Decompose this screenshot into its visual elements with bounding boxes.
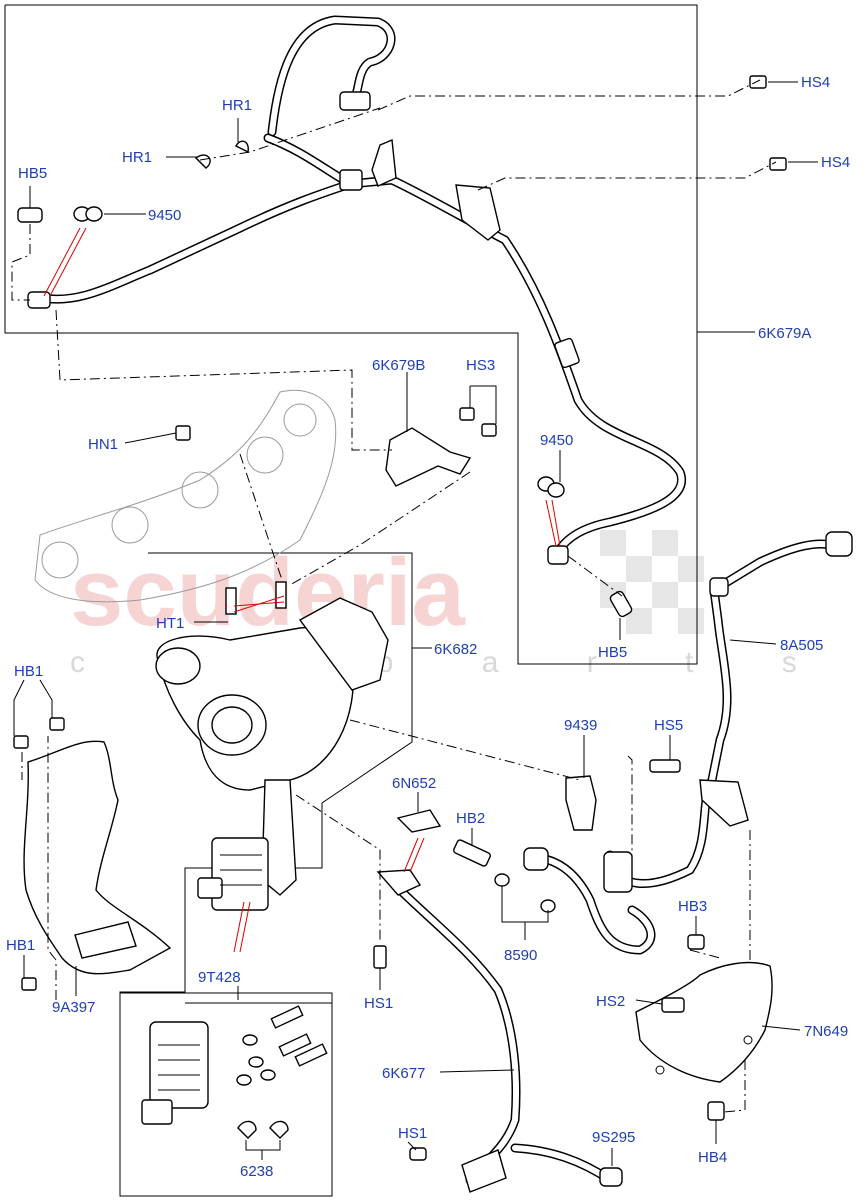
label-hb4: HB4 <box>698 1149 727 1166</box>
union-hb5-right <box>609 590 633 618</box>
washer-9450-d <box>547 482 565 498</box>
pipe-assembly-6k679a <box>27 15 686 565</box>
label-hb3: HB3 <box>678 898 707 915</box>
pipe-clamp <box>339 169 363 191</box>
pipe-end-fitting <box>27 291 51 309</box>
hose-clamp-9s295 <box>599 1167 623 1187</box>
bolt-hb1-c <box>21 977 37 991</box>
bolt-hs1-mid <box>373 945 387 969</box>
gasket-9439 <box>565 775 597 831</box>
watermark: scuderia c a r p a r t s <box>70 530 797 679</box>
pipe-bracket-8a505 <box>699 779 749 827</box>
label-6n652: 6N652 <box>392 775 436 792</box>
bracket-7n649 <box>635 961 773 1083</box>
bolt-hb2 <box>453 839 491 867</box>
pipe-sleeve <box>554 337 580 369</box>
bolt-hb1-a <box>13 735 29 749</box>
bolt-hs4-mid <box>769 157 787 171</box>
bolts-and-washers <box>236 1005 328 1086</box>
actuator-on-turbo <box>211 837 269 911</box>
label-hs3: HS3 <box>466 357 495 374</box>
frame-9t428 <box>119 992 333 1197</box>
label-hb5-top: HB5 <box>18 165 47 182</box>
label-6k677: 6K677 <box>382 1065 425 1082</box>
label-hs1-bottom: HS1 <box>398 1125 427 1142</box>
label-hb5-right: HB5 <box>598 644 627 661</box>
washer-9450-b <box>85 206 103 222</box>
pipe-bracket-right <box>455 184 501 241</box>
label-9s295: 9S295 <box>592 1129 635 1146</box>
label-hb1-bottom: HB1 <box>6 937 35 954</box>
label-hb1-top: HB1 <box>14 663 43 680</box>
bolt-hs4-top <box>749 75 767 89</box>
label-ht1: HT1 <box>156 615 184 632</box>
washer-8590-a <box>494 873 510 887</box>
bolt-hs5 <box>649 759 681 773</box>
bolt-hs2 <box>661 997 685 1013</box>
stud-ht1-a <box>225 587 237 615</box>
exhaust-manifold-outline <box>34 389 337 603</box>
label-9450-top: 9450 <box>148 207 181 224</box>
union-hb5-top <box>17 207 43 223</box>
bolt-hs1-bottom <box>409 1147 427 1161</box>
label-9439: 9439 <box>564 717 597 734</box>
label-9450-right: 9450 <box>540 432 573 449</box>
clip-hr1-left <box>194 154 211 169</box>
bolt-hb3 <box>687 934 705 950</box>
label-7n649: 7N649 <box>804 1023 848 1040</box>
hose-8590 <box>523 847 549 871</box>
assembly-lines <box>11 79 777 1113</box>
label-hs2: HS2 <box>596 993 625 1010</box>
label-6k679a: 6K679A <box>758 325 811 342</box>
callout-labels: HS4 HS4 HR1 HR1 HB5 9450 6K679A 6K679B H… <box>6 74 850 1180</box>
watermark-brand: scuderia <box>70 539 465 646</box>
label-hs4-top: HS4 <box>801 74 830 91</box>
label-hr1-top: HR1 <box>222 97 252 114</box>
nut-hn1 <box>175 425 191 441</box>
stud-ht1-b <box>275 581 287 609</box>
pipe-end-fitting-right <box>547 545 569 565</box>
label-8a505: 8A505 <box>780 637 823 654</box>
banjo-fitting-top <box>339 91 371 111</box>
label-6238: 6238 <box>240 1163 273 1180</box>
bolt-hs3-b <box>481 423 497 437</box>
group-frames <box>4 4 698 1197</box>
label-9t428: 9T428 <box>198 969 241 986</box>
label-6k679b: 6K679B <box>372 357 425 374</box>
lower-pipes <box>376 531 853 1193</box>
label-9a397: 9A397 <box>52 999 95 1016</box>
pipe-bracket-upper <box>371 138 397 187</box>
label-hs1-mid: HS1 <box>364 995 393 1012</box>
oil-feed-block <box>603 851 633 893</box>
label-hr1-left: HR1 <box>122 149 152 166</box>
turbocharger <box>155 581 389 911</box>
label-hs5: HS5 <box>654 717 683 734</box>
bolt-hs3-a <box>459 407 475 421</box>
red-indicator-lines <box>43 227 561 953</box>
gasket-6n652 <box>396 809 442 833</box>
label-hb2: HB2 <box>456 810 485 827</box>
fasteners <box>13 75 787 1161</box>
label-6k682: 6K682 <box>434 641 477 658</box>
bolt-hb4 <box>707 1101 725 1121</box>
clips-6238 <box>237 1120 289 1139</box>
frame-6k679a <box>4 4 698 665</box>
heat-shield-9a397 <box>23 740 172 975</box>
label-hs4-mid: HS4 <box>821 154 850 171</box>
label-hn1: HN1 <box>88 436 118 453</box>
gasket-flange-6k677 <box>376 869 422 896</box>
watermark-checker-flag <box>600 530 704 634</box>
bolt-hb1-b <box>49 717 65 731</box>
clip-hr1-top <box>235 140 249 154</box>
actuator-9t428 <box>141 1005 328 1139</box>
leader-lines <box>13 81 818 1166</box>
bracket-6k679b <box>385 427 472 487</box>
label-8590: 8590 <box>504 947 537 964</box>
